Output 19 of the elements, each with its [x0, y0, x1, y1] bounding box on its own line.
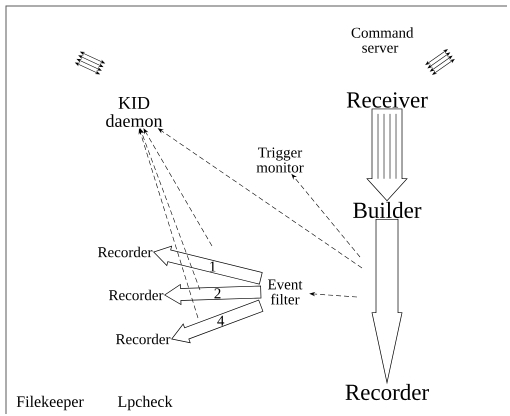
server-label: Command server — [352, 27, 414, 53]
part-label: Lpcheck — [118, 396, 173, 410]
block-arrow — [372, 218, 402, 384]
recorder-label: Recorder — [98, 246, 152, 258]
recorder-label: Recorder — [108, 290, 164, 300]
edge-label: 1 — [210, 262, 216, 272]
recorder-label: Recorder — [116, 334, 170, 344]
stage-label: Recorder — [346, 384, 429, 400]
block-arrow — [164, 284, 262, 306]
filter-label: Event filter — [268, 280, 302, 304]
part-label: Filekeeper — [16, 396, 84, 410]
daemon-label: KID daemon — [106, 97, 162, 127]
stage-label: Receiver — [346, 92, 428, 108]
monitor-label: Trigger monitor — [256, 147, 304, 173]
block-arrow — [366, 108, 408, 202]
block-arrow — [171, 300, 264, 344]
edge-label: 2 — [214, 288, 220, 298]
stage-label: Builder — [353, 202, 422, 218]
edge-label: 4 — [217, 316, 224, 326]
